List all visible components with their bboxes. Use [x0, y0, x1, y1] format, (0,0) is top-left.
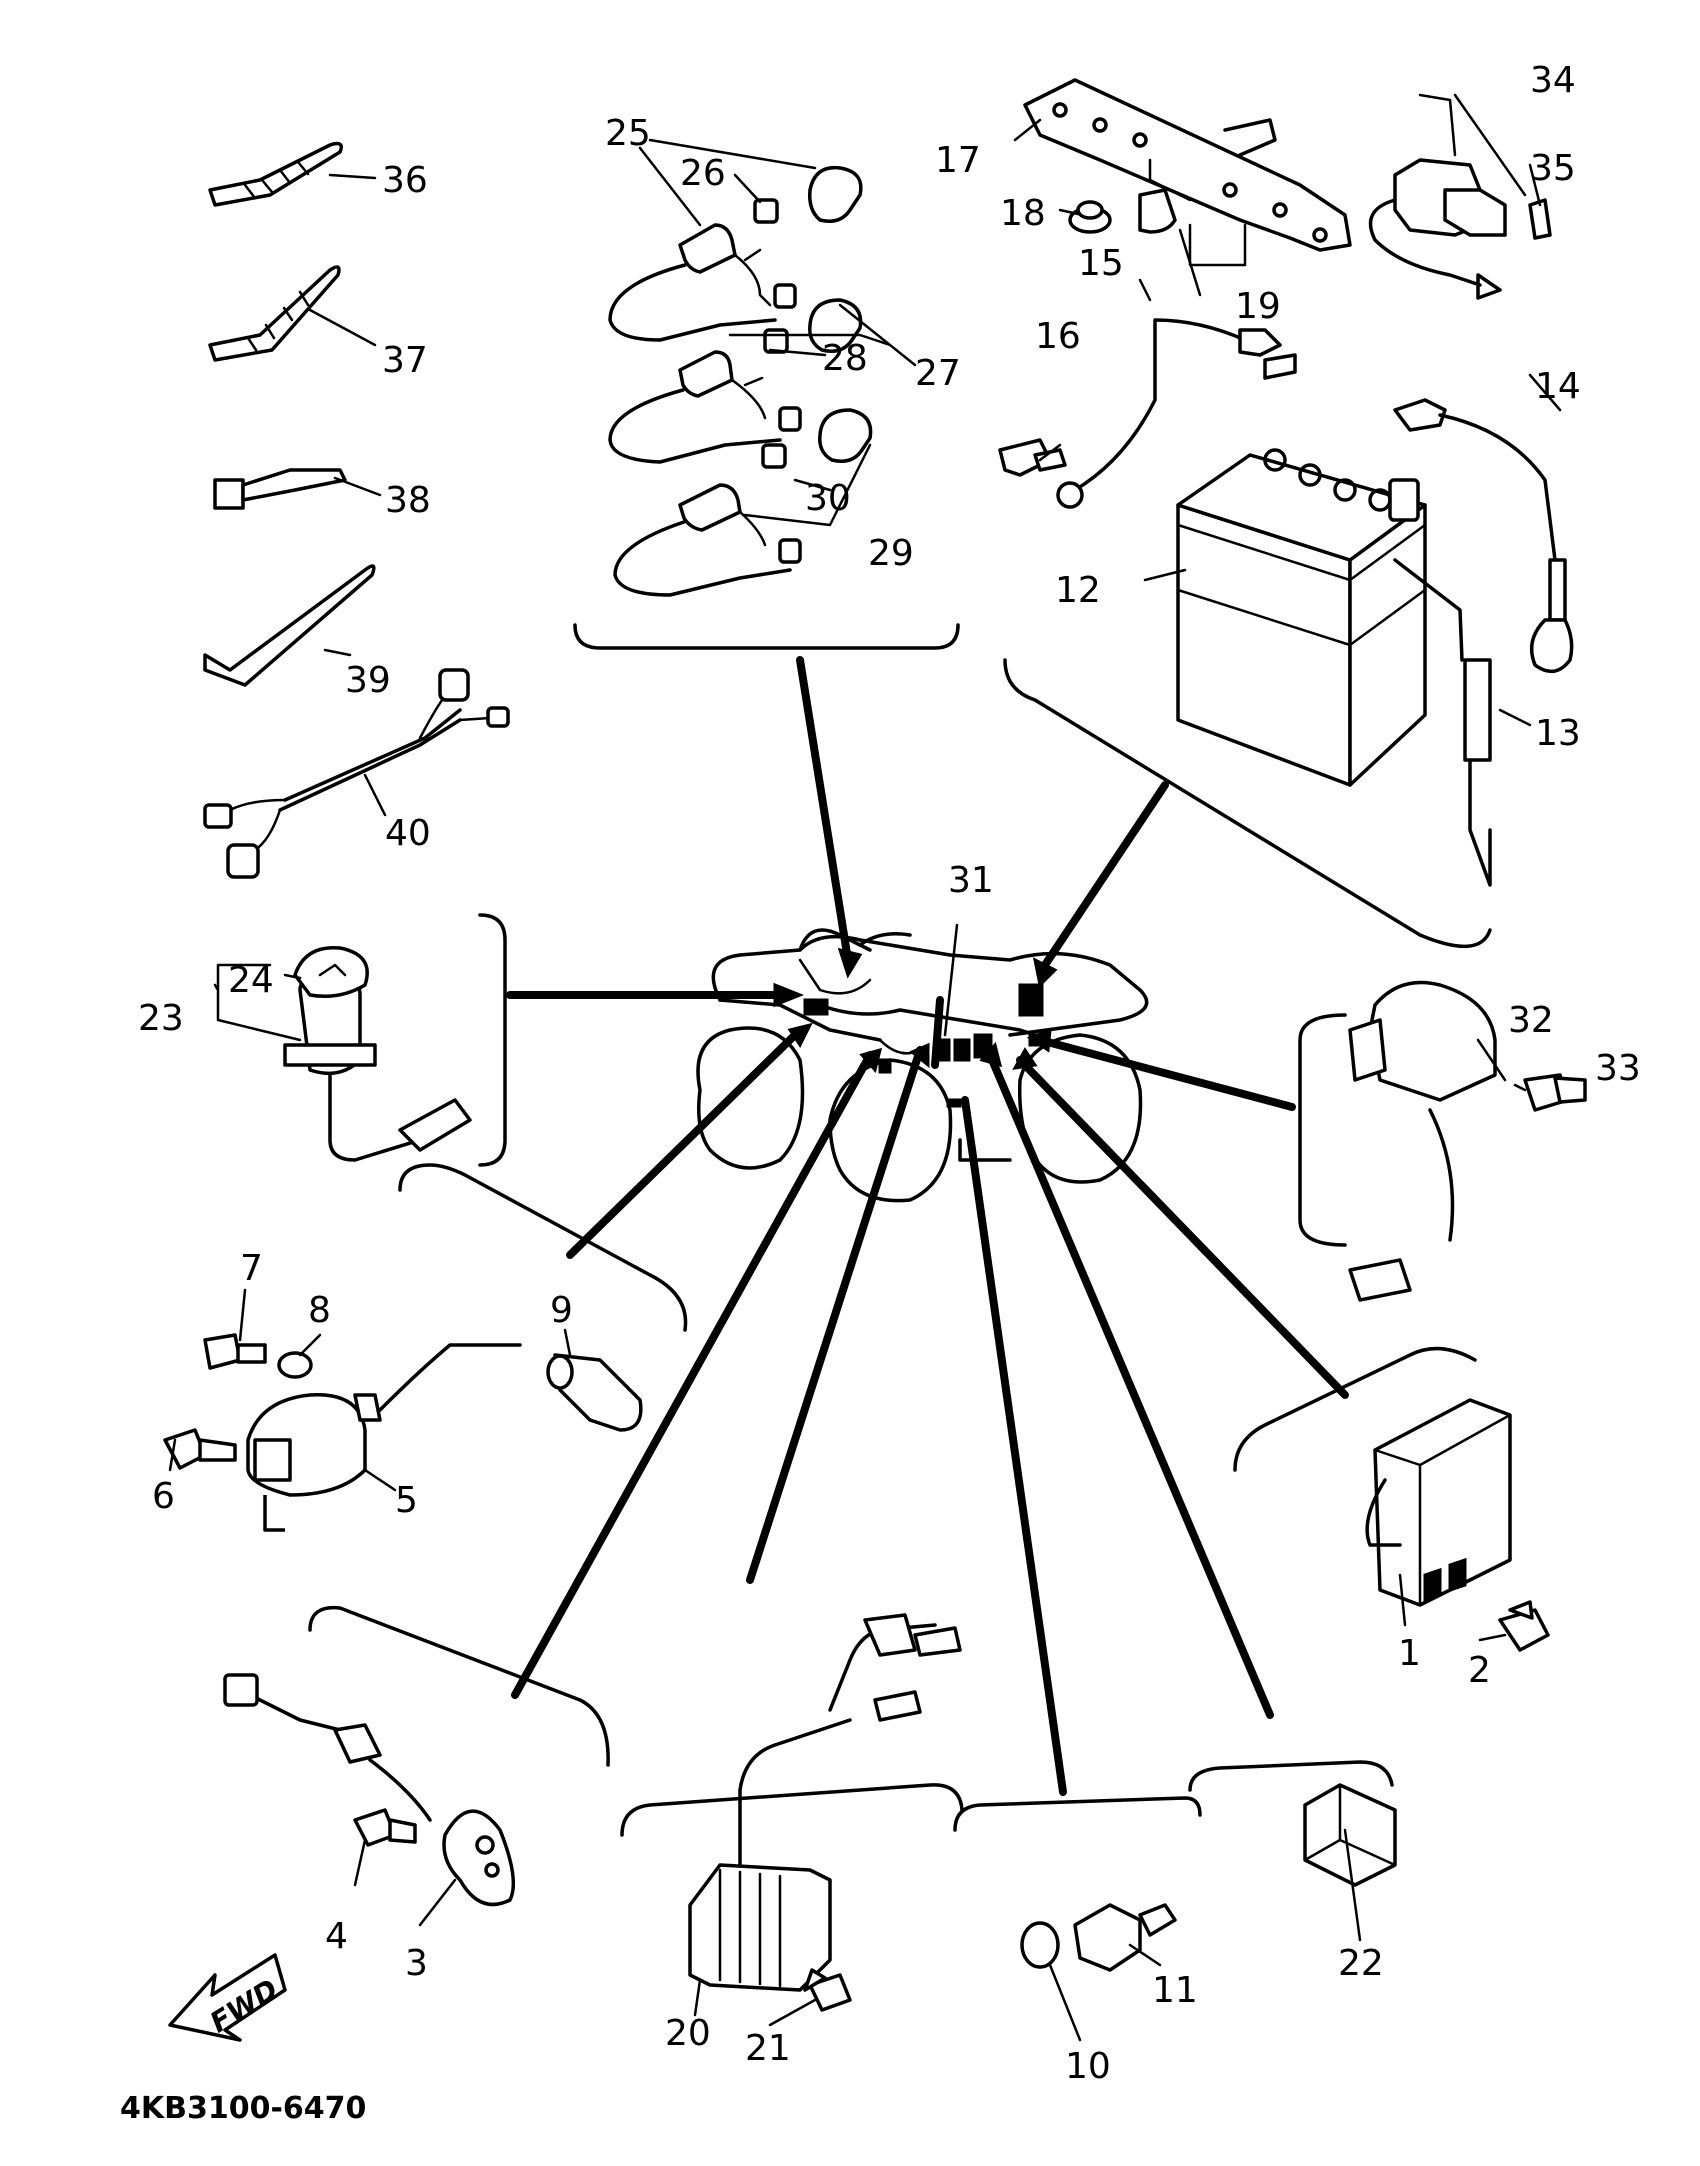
part-3-pickup-coil — [223, 1673, 516, 1907]
parts-25-30-sensors — [608, 165, 873, 597]
label-31: 31 — [948, 860, 994, 901]
label-1: 1 — [1398, 1633, 1421, 1674]
label-14: 14 — [1535, 366, 1581, 407]
label-10: 10 — [1065, 2046, 1111, 2087]
label-6: 6 — [152, 1476, 175, 1517]
label-27: 27 — [915, 353, 961, 394]
label-32: 32 — [1508, 1000, 1554, 1041]
part-8-washer — [277, 1351, 313, 1379]
label-23: 23 — [138, 998, 184, 1039]
label-13: 13 — [1535, 713, 1581, 754]
label-36: 36 — [382, 160, 428, 201]
part-38-clamp — [213, 468, 347, 510]
part-13-breather-hose — [1393, 558, 1492, 887]
leader-lines — [506, 656, 1349, 1796]
part-33-bolt — [1523, 1073, 1587, 1112]
part-32-starter-relay — [1348, 980, 1497, 1302]
label-25: 25 — [605, 113, 651, 154]
part-34-relay — [1368, 158, 1507, 300]
part-9-plug-cap — [546, 1353, 643, 1432]
fwd-arrow-icon: FWD — [168, 1953, 287, 2042]
label-19: 19 — [1235, 286, 1281, 327]
label-33: 33 — [1595, 1048, 1641, 1089]
part-36-cable-tie — [208, 141, 343, 207]
part-10-gasket — [1020, 1921, 1060, 1969]
part-39-band — [203, 564, 376, 687]
part-12-battery — [1176, 448, 1427, 787]
label-22: 22 — [1338, 1943, 1384, 1984]
label-30: 30 — [805, 478, 851, 519]
label-2: 2 — [1468, 1650, 1491, 1691]
label-37: 37 — [382, 340, 428, 381]
part-1-cdi-unit — [1365, 1398, 1512, 1607]
part-23-main-switch — [283, 973, 472, 1162]
label-9: 9 — [550, 1290, 573, 1331]
part-22-connector — [1303, 1783, 1397, 1887]
label-39: 39 — [345, 660, 391, 701]
label-40: 40 — [385, 813, 431, 854]
label-8: 8 — [308, 1290, 331, 1331]
part-11-neutral-switch — [1073, 1903, 1177, 1972]
part-19-fuse-holder — [1138, 188, 1247, 267]
part-15-battery-lead — [1056, 318, 1297, 509]
group-brackets — [308, 623, 1492, 1837]
part-20-rectifier-regulator — [688, 1613, 962, 1992]
label-20: 20 — [665, 2013, 711, 2054]
label-21: 21 — [745, 2028, 791, 2069]
part-5-ignition-coil — [246, 1343, 522, 1532]
part-6-bolt — [163, 1428, 237, 1470]
label-7: 7 — [240, 1248, 263, 1289]
part-4-bolt — [353, 1808, 417, 1847]
label-28: 28 — [822, 338, 868, 379]
reference-numbers: 36 37 38 39 40 25 26 27 28 29 30 17 18 1… — [138, 60, 1641, 2087]
part-21-bolt — [803, 1968, 852, 2012]
label-26: 26 — [680, 153, 726, 194]
label-38: 38 — [385, 480, 431, 521]
part-14-battery-lead — [1393, 398, 1574, 674]
label-3: 3 — [405, 1943, 428, 1984]
label-11: 11 — [1152, 1970, 1198, 2011]
part-40-sub-harness — [203, 668, 510, 879]
label-4: 4 — [325, 1916, 348, 1957]
part-2-bolt — [1498, 1600, 1550, 1652]
part-16-bolt — [998, 438, 1067, 477]
part-7-bolt — [203, 1333, 267, 1370]
label-15: 15 — [1078, 243, 1124, 284]
label-34: 34 — [1530, 60, 1576, 101]
label-16: 16 — [1035, 316, 1081, 357]
diagram-code: 4KB3100-6470 — [120, 2091, 366, 2126]
label-5: 5 — [395, 1480, 418, 1521]
label-35: 35 — [1530, 148, 1576, 189]
label-18: 18 — [1000, 193, 1046, 234]
label-29: 29 — [868, 533, 914, 574]
label-12: 12 — [1055, 570, 1101, 611]
label-leaders — [168, 93, 1562, 2042]
label-17: 17 — [935, 140, 981, 181]
part-18-grommet — [1068, 200, 1112, 234]
part-24-key — [293, 946, 369, 998]
part-37-cable-tie — [208, 265, 341, 362]
part-17-bracket — [1023, 78, 1352, 252]
label-24: 24 — [228, 960, 274, 1001]
